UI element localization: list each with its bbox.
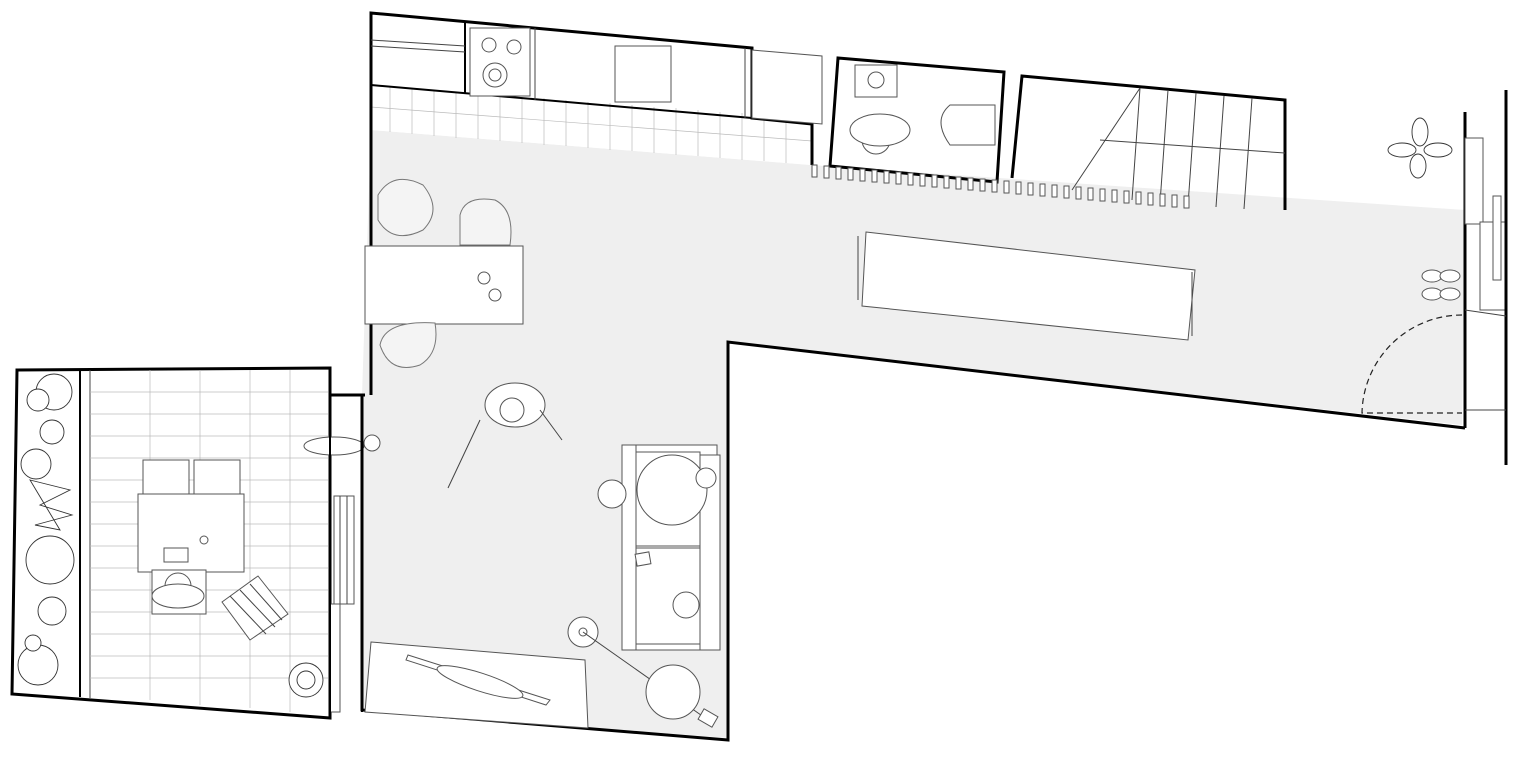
stool-1	[377, 178, 434, 237]
terrace	[10, 366, 381, 720]
island-table	[364, 245, 524, 325]
rug	[861, 231, 1196, 341]
stool-3	[379, 322, 437, 368]
toilet	[940, 104, 996, 146]
sofa	[597, 444, 721, 651]
kitchen-tile-grid	[370, 87, 813, 163]
side-table	[645, 664, 701, 720]
entry-hall	[1361, 90, 1508, 465]
kitchen-counter	[370, 22, 823, 125]
entry-plant	[1387, 117, 1453, 179]
sink	[614, 45, 672, 103]
person-sofa-1	[636, 454, 708, 526]
slippers	[1421, 269, 1443, 283]
living-floor	[362, 130, 1465, 738]
staircase	[1010, 74, 1287, 210]
person-sofa-2	[672, 591, 700, 619]
dog	[303, 436, 365, 456]
terrace-lounge-chair	[221, 575, 289, 641]
entry-door-swing	[1361, 314, 1463, 414]
terrace-chair-1	[142, 459, 190, 495]
terrace-chair-2	[193, 459, 241, 495]
stool-2	[459, 198, 512, 246]
potted-plants	[17, 373, 75, 686]
instrument	[405, 654, 551, 706]
person-standing	[447, 382, 563, 489]
fridge	[751, 49, 823, 125]
terrace-door	[329, 495, 355, 713]
bathroom	[828, 56, 1006, 184]
kitchen-floor-tiles	[371, 85, 812, 165]
stair-railing	[811, 164, 1190, 209]
rug-fringe	[857, 236, 1193, 336]
terrace-dining-table	[137, 493, 245, 573]
